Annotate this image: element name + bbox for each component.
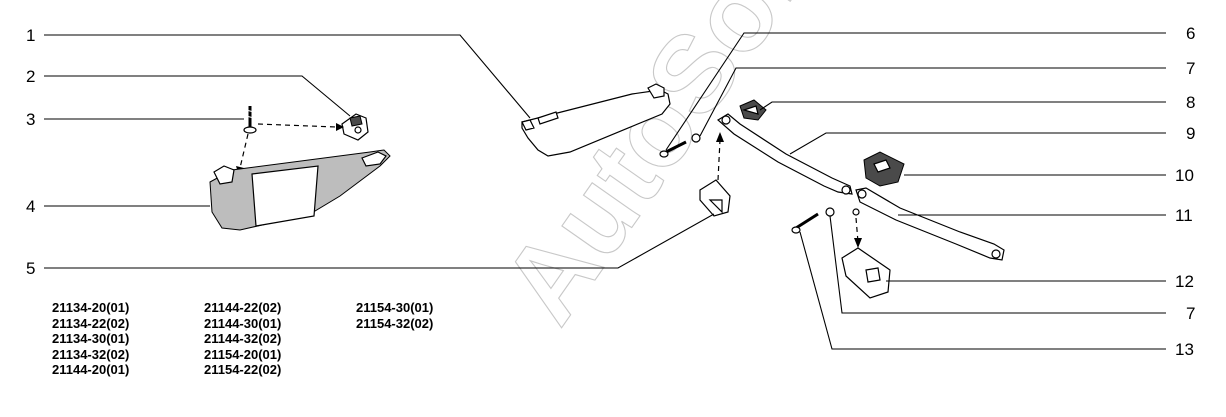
washer-7a	[691, 133, 701, 143]
callout-11: 11	[1175, 206, 1193, 225]
callout-3: 3	[26, 110, 35, 129]
sun-visor-left	[209, 149, 391, 231]
code-item: 21144-22(02)	[204, 300, 282, 315]
screw-13	[791, 212, 819, 234]
bracket-cover-12	[841, 247, 891, 299]
code-item: 21134-30(01)	[52, 331, 130, 347]
visor-hook	[341, 113, 369, 141]
callout-numbers: 1 2 3 4 5 6 7 8 9 10 11 12 7 13	[26, 24, 1195, 359]
callout-13: 13	[1175, 340, 1194, 359]
callout-10: 10	[1175, 166, 1194, 185]
screw-6	[659, 140, 687, 158]
leader-lines	[44, 32, 1166, 350]
code-item: 21144-20(01)	[52, 362, 130, 378]
code-item: 21144-30(01)	[204, 315, 282, 331]
code-item: 21144-32(02)	[204, 331, 282, 347]
code-item: 21134-32(02)	[52, 346, 130, 362]
code-item: 21154-30(01)	[356, 300, 434, 315]
callout-8: 8	[1186, 93, 1195, 112]
callout-7-bottom: 7	[1186, 304, 1195, 323]
callout-4: 4	[26, 197, 35, 216]
code-item: 21134-20(01)	[52, 300, 130, 315]
code-item: 21154-20(01)	[204, 346, 282, 362]
code-item: 21154-32(02)	[356, 315, 434, 331]
handle-rail-front	[716, 113, 853, 195]
sun-visor-right	[521, 83, 671, 157]
codes-column-1: 21134-20(01) 21134-22(02) 21134-30(01) 2…	[52, 300, 204, 378]
callout-5: 5	[26, 259, 35, 278]
callout-1: 1	[26, 26, 35, 45]
callout-7-top: 7	[1186, 59, 1195, 78]
callout-2: 2	[26, 67, 35, 86]
code-item: 21134-22(02)	[52, 315, 130, 331]
watermark: AutoSoft	[478, 0, 846, 344]
svg-text:AutoSoft: AutoSoft	[479, 0, 846, 344]
code-item: 21154-22(02)	[204, 362, 282, 378]
callout-9: 9	[1186, 124, 1195, 143]
codes-column-3: 21154-30(01) 21154-32(02)	[356, 300, 508, 378]
codes-column-2: 21144-22(02) 21144-30(01) 21144-32(02) 2…	[204, 300, 356, 378]
trim-cap	[699, 179, 731, 217]
washer-7b	[825, 207, 835, 217]
handle-rail-rear	[855, 187, 1005, 261]
callout-6: 6	[1186, 24, 1195, 43]
clip-block-10	[863, 151, 905, 187]
callout-12: 12	[1175, 272, 1194, 291]
catalog-codes: 21134-20(01) 21134-22(02) 21134-30(01) 2…	[52, 300, 508, 378]
screw-3	[243, 106, 257, 134]
clip-8	[739, 99, 767, 121]
washer-small	[852, 208, 860, 216]
